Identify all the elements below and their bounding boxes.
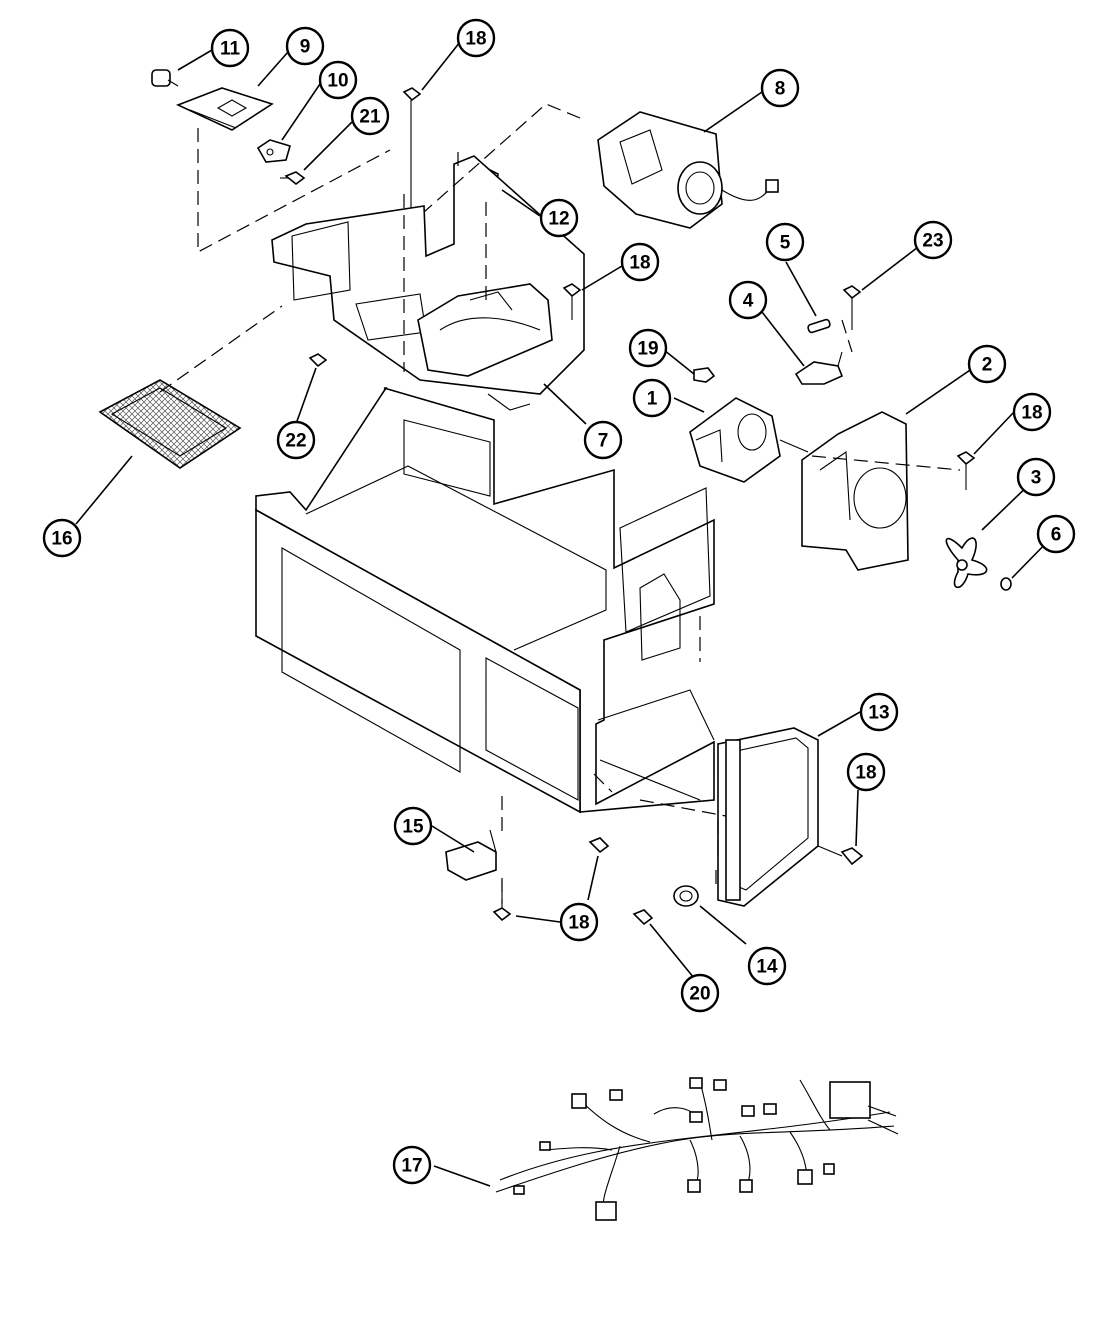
callout-15: 15 bbox=[393, 806, 433, 846]
callout-20: 20 bbox=[680, 973, 720, 1013]
callout-8: 8 bbox=[760, 68, 800, 108]
callout-5: 5 bbox=[765, 222, 805, 262]
callout-17: 17 bbox=[392, 1145, 432, 1185]
svg-text:10: 10 bbox=[327, 71, 348, 92]
screw-part-18b bbox=[562, 283, 582, 320]
lamp-holder-part bbox=[256, 139, 291, 163]
oven-cavity-chassis bbox=[255, 387, 715, 814]
svg-text:14: 14 bbox=[756, 957, 778, 978]
callout-4: 4 bbox=[728, 280, 768, 320]
grease-filter-part bbox=[98, 379, 242, 469]
callout-3: 3 bbox=[1016, 457, 1056, 497]
svg-text:5: 5 bbox=[780, 233, 791, 254]
screw-part-20 bbox=[632, 909, 654, 926]
screw-part-21 bbox=[280, 171, 306, 186]
fan-blade-part bbox=[945, 537, 988, 589]
wire-harness-part bbox=[495, 1077, 899, 1221]
screw-part-18d bbox=[817, 845, 864, 866]
screw-part-18c bbox=[956, 451, 976, 490]
svg-text:18: 18 bbox=[568, 913, 589, 934]
duct-assembly-part bbox=[271, 155, 585, 411]
svg-text:11: 11 bbox=[220, 39, 241, 60]
svg-text:8: 8 bbox=[775, 79, 786, 100]
gasket-frame-part bbox=[717, 727, 819, 907]
callout-18-top: 18 bbox=[456, 18, 496, 58]
lamp-bracket-part bbox=[175, 87, 274, 131]
screw-part-22 bbox=[308, 353, 328, 368]
callout-10: 10 bbox=[318, 60, 358, 100]
callout-18-mid: 18 bbox=[620, 242, 660, 282]
callout-23: 23 bbox=[913, 220, 953, 260]
svg-text:1: 1 bbox=[647, 389, 658, 410]
svg-text:20: 20 bbox=[689, 984, 710, 1005]
svg-text:18: 18 bbox=[465, 29, 486, 50]
thermostat-part bbox=[673, 885, 699, 907]
callout-14: 14 bbox=[747, 946, 787, 986]
svg-text:18: 18 bbox=[1021, 403, 1042, 424]
blower-motor-part bbox=[597, 111, 779, 229]
screw-part-23 bbox=[842, 285, 862, 330]
svg-text:16: 16 bbox=[51, 529, 72, 550]
fuse-part bbox=[807, 318, 831, 334]
svg-text:18: 18 bbox=[855, 763, 876, 784]
alignment-dashed-lines bbox=[159, 103, 961, 904]
callout-6: 6 bbox=[1036, 514, 1076, 554]
callout-19: 19 bbox=[628, 328, 668, 368]
svg-text:7: 7 bbox=[598, 431, 609, 452]
fan-housing-part bbox=[801, 411, 909, 571]
fan-motor-part bbox=[689, 397, 809, 483]
callout-1: 1 bbox=[632, 378, 672, 418]
svg-text:4: 4 bbox=[743, 291, 754, 312]
callout-13: 13 bbox=[859, 692, 899, 732]
svg-text:3: 3 bbox=[1031, 468, 1042, 489]
bracket-part-15 bbox=[445, 829, 497, 881]
callout-18-bottom: 18 bbox=[559, 902, 599, 942]
callout-18-gasket: 18 bbox=[846, 752, 886, 792]
fuse-holder-part bbox=[794, 351, 844, 385]
callout-22: 22 bbox=[276, 420, 316, 460]
callout-7: 7 bbox=[583, 420, 623, 460]
callout-21: 21 bbox=[350, 96, 390, 136]
callout-9: 9 bbox=[285, 26, 325, 66]
svg-text:9: 9 bbox=[300, 37, 311, 58]
lamp-bulb-part bbox=[151, 69, 179, 87]
svg-text:22: 22 bbox=[285, 431, 306, 452]
screw-part-18f bbox=[588, 837, 610, 854]
callout-16: 16 bbox=[42, 518, 82, 558]
svg-text:6: 6 bbox=[1051, 525, 1062, 546]
svg-text:17: 17 bbox=[401, 1156, 422, 1177]
svg-text:18: 18 bbox=[629, 253, 650, 274]
screw-part-19 bbox=[693, 367, 716, 383]
svg-text:2: 2 bbox=[982, 355, 993, 376]
svg-text:15: 15 bbox=[402, 817, 424, 838]
callout-12: 12 bbox=[539, 198, 579, 238]
svg-text:21: 21 bbox=[359, 107, 381, 128]
svg-text:13: 13 bbox=[868, 703, 889, 724]
svg-text:12: 12 bbox=[548, 209, 569, 230]
callout-11: 11 bbox=[210, 28, 250, 68]
callout-18-right: 18 bbox=[1012, 392, 1052, 432]
callout-2: 2 bbox=[967, 344, 1007, 384]
svg-text:23: 23 bbox=[922, 231, 943, 252]
clip-part bbox=[1000, 577, 1012, 591]
svg-text:19: 19 bbox=[637, 339, 658, 360]
